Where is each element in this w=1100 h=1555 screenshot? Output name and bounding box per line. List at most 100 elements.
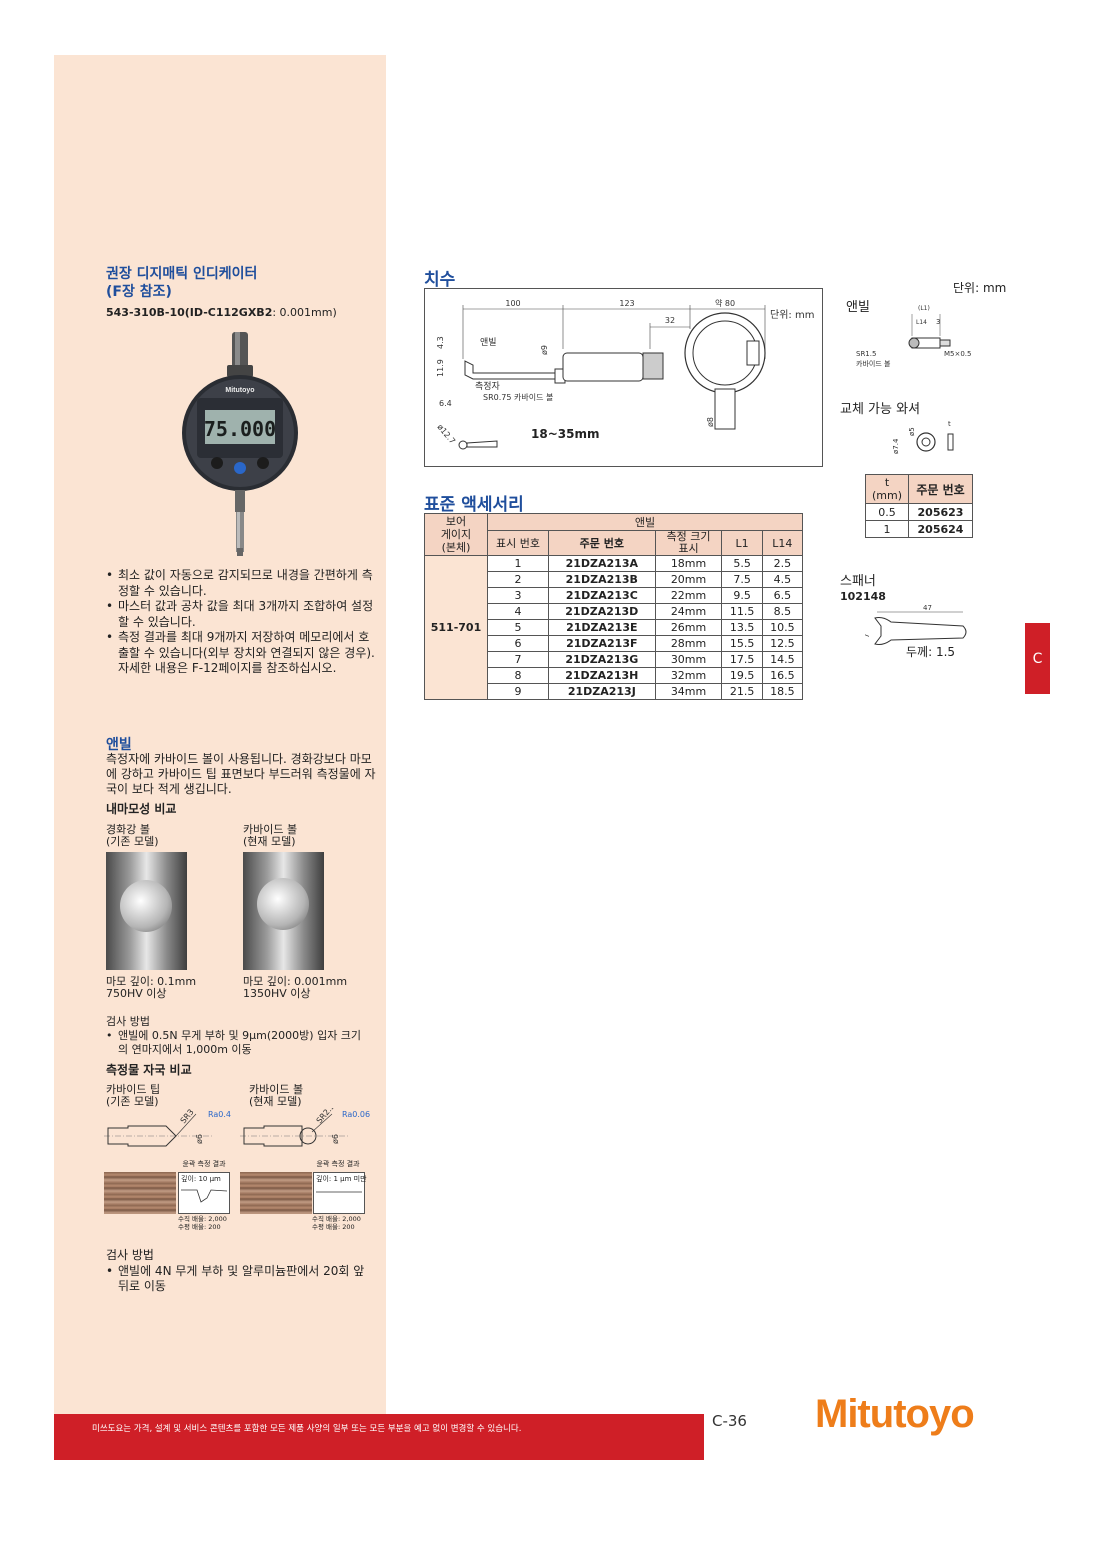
feature-item: 최소 값이 자동으로 감지되므로 내경을 간편하게 측정할 수 있습니다. — [106, 568, 376, 599]
cell-size: 22mm — [654, 587, 723, 604]
cell-index: 2 — [487, 571, 549, 588]
dim-80: 약 80 — [715, 298, 735, 308]
mark-right-label: 카바이드 볼 (현재 모델) — [249, 1084, 303, 1108]
cell-order: 21DZA213C — [548, 587, 656, 604]
mark-right-ra: Ra0.06 — [342, 1110, 370, 1119]
dim-11-9: 11.9 — [436, 359, 445, 377]
right-mark-photo — [240, 1172, 312, 1214]
right-profile-chart: 깊이: 1 μm 미만 — [313, 1172, 367, 1214]
cell-index: 3 — [487, 587, 549, 604]
measuring-range: 18~35mm — [531, 427, 599, 441]
wear-left-label-line1: 경화강 볼 — [106, 823, 150, 836]
mark-left-dia: ø6 — [195, 1134, 204, 1144]
wear-left-depth: 마모 깊이: 0.1mm — [106, 975, 197, 988]
wear-right-label-line1: 카바이드 볼 — [243, 823, 298, 836]
wear-right-hardness: 1350HV 이상 — [243, 987, 311, 1000]
left-profile-scale-v: 수직 배율: 2,000 — [178, 1215, 227, 1223]
cell-index: 5 — [487, 619, 549, 636]
feature-list: 최소 값이 자동으로 감지되므로 내경을 간편하게 측정할 수 있습니다. 마스… — [106, 568, 376, 677]
wear-right-label-line2: (현재 모델) — [243, 835, 296, 848]
cell-l14: 4.5 — [761, 571, 804, 588]
dimensions-title: 치수 — [424, 270, 456, 290]
dim-dia-12-7: ø12.7 — [435, 423, 456, 446]
anvil-thread: M5×0.5 — [944, 350, 972, 358]
cell-l14: 12.5 — [761, 635, 804, 652]
right-profile-scale-v: 수직 배율: 2,000 — [312, 1215, 361, 1223]
washer-t: t — [948, 420, 951, 428]
right-profile-depth: 깊이: 1 μm 미만 — [316, 1175, 367, 1183]
anvil-3: 3 — [936, 318, 940, 326]
col-size: 측정 크기 표시 — [654, 530, 723, 556]
anvil-sr: SR1.5 — [856, 350, 876, 358]
anvil-detail-drawing: (L1) L14 3 SR1.5 카바이드 볼 M5×0.5 — [856, 305, 972, 368]
cell-index: 1 — [487, 555, 549, 572]
cell-order: 21DZA213J — [548, 683, 656, 700]
cell-l14: 14.5 — [761, 651, 804, 668]
cell-index: 8 — [487, 667, 549, 684]
anvil-l14: L14 — [916, 319, 927, 326]
spanner-code: 102148 — [840, 590, 886, 603]
washer-cell-t: 1 — [865, 520, 909, 538]
col-bore-gauge: 보어 게이지 (본체) — [424, 513, 488, 556]
spanner-drawing: 47 7 — [865, 604, 967, 645]
feature-item: 측정 결과를 최대 9개까지 저장하여 메모리에서 호출할 수 있습니다(외부 … — [106, 630, 376, 677]
cell-order: 21DZA213G — [548, 651, 656, 668]
wear-left-label: 경화강 볼 (기존 모델) — [106, 824, 159, 848]
left-sidebar — [54, 55, 386, 1460]
indicator-right-button — [257, 457, 269, 469]
cell-order: 21DZA213A — [548, 555, 656, 572]
dim-6-4: 6.4 — [439, 399, 452, 408]
cell-order: 21DZA213E — [548, 619, 656, 636]
steel-ball-photo — [106, 852, 187, 970]
washer-col-t: t (mm) — [865, 474, 909, 504]
cell-l1: 11.5 — [721, 603, 763, 620]
washer-cell-order: 205624 — [908, 520, 973, 538]
col-anvil: 앤빌 — [487, 513, 803, 531]
anvil-ball: 카바이드 볼 — [856, 359, 891, 368]
cell-l14: 16.5 — [761, 667, 804, 684]
section-tab-c: C — [1025, 623, 1050, 694]
cell-l14: 6.5 — [761, 587, 804, 604]
left-mark-photo — [104, 1172, 176, 1214]
dim-dia-8: ø8 — [706, 417, 715, 427]
cell-order: 21DZA213B — [548, 571, 656, 588]
right-profile-scale-h: 수평 배율: 200 — [312, 1223, 355, 1231]
anvil-section-title: 앤빌 — [106, 737, 132, 753]
washer-cell-order: 205623 — [908, 503, 973, 521]
mark-left-ra: Ra0.4 — [208, 1110, 231, 1119]
wear-comparison-title: 내마모성 비교 — [106, 802, 177, 816]
dim-32: 32 — [665, 316, 675, 325]
section-tab-letter: C — [1032, 650, 1043, 667]
right-profile-label: 윤곽 측정 결과 — [316, 1160, 360, 1168]
cell-l1: 13.5 — [721, 619, 763, 636]
feature-item: 마스터 값과 공차 값을 최대 3개까지 조합하여 설정할 수 있습니다. — [106, 599, 376, 630]
cell-l1: 15.5 — [721, 635, 763, 652]
mark-left-label-line2: (기존 모델) — [106, 1095, 159, 1108]
cell-l1: 9.5 — [721, 587, 763, 604]
left-profile-scale: 수직 배율: 2,000 수평 배율: 200 — [178, 1215, 227, 1231]
indicator-brand: Mitutoyo — [225, 387, 254, 394]
cell-l1: 17.5 — [721, 651, 763, 668]
indicator-center-button — [234, 462, 246, 474]
washer-drawing: ø5 ø7.4 t — [892, 420, 954, 454]
mark-right-label-line1: 카바이드 볼 — [249, 1083, 304, 1096]
indicator-model: 543-310B-10(ID-C112GXB2: 0.001mm) — [106, 305, 337, 320]
washer-cell-t: 0.5 — [865, 503, 909, 521]
bore-gauge-drawing: 100 123 약 80 32 단위: mm 앤빌 측정자 SR0.75 카바이… — [435, 298, 814, 450]
right-unit: 단위: mm — [953, 281, 1007, 295]
dim-anvil-label: 앤빌 — [480, 337, 497, 348]
wear-right-depth: 마모 깊이: 0.001mm — [243, 975, 348, 988]
dim-123: 123 — [619, 299, 634, 308]
footer-disclaimer: 미쓰도요는 가격, 설계 및 서비스 콘텐츠를 포함한 모든 제품 사양의 일부… — [92, 1424, 522, 1434]
cell-order: 21DZA213D — [548, 603, 656, 620]
mark-right-sr: SR2.5 — [315, 1108, 337, 1125]
cell-index: 6 — [487, 635, 549, 652]
